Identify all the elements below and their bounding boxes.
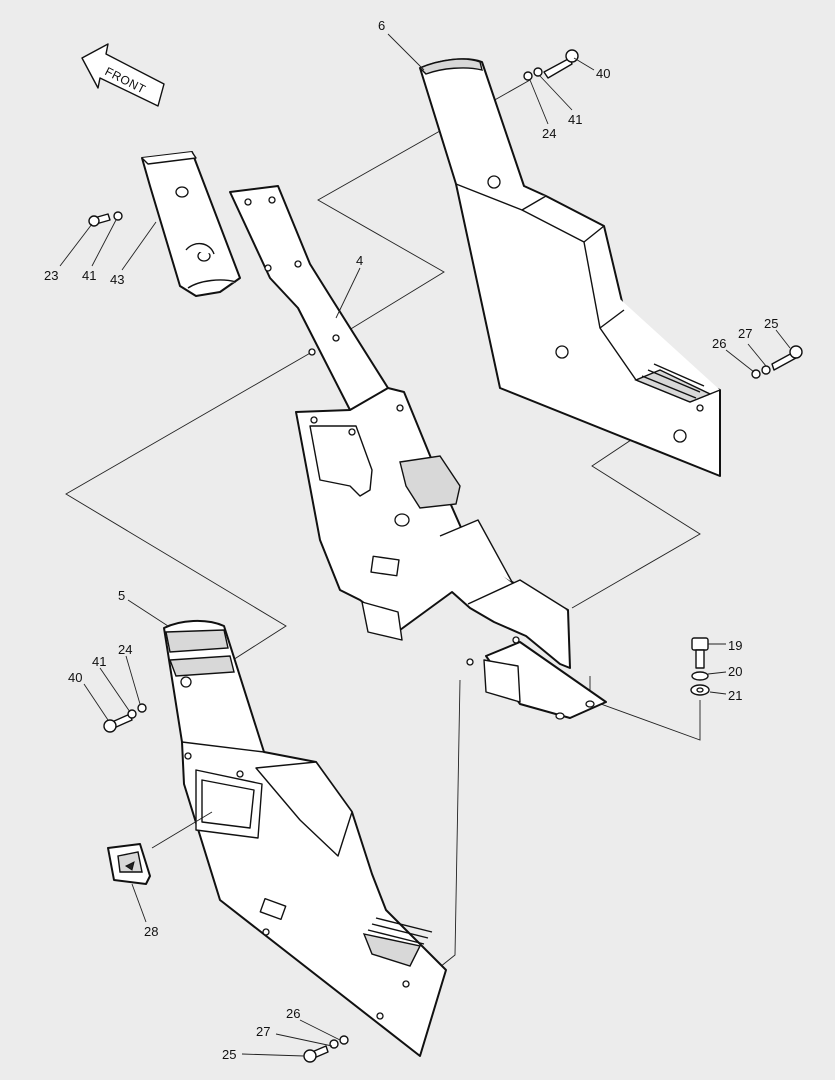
callout-41-left: 41: [82, 268, 96, 283]
front-direction-arrow: FRONT: [81, 43, 165, 107]
part-4-bracket: [229, 185, 607, 720]
callout-26-right: 26: [712, 336, 726, 351]
callout-24-mid: 24: [118, 642, 132, 657]
callout-23: 23: [44, 268, 58, 283]
callout-43: 43: [110, 272, 124, 287]
callout-28: 28: [144, 924, 158, 939]
bolt-25-bottom: [303, 1035, 349, 1063]
callout-27-bottom: 27: [256, 1024, 270, 1039]
bolt-23: [88, 211, 123, 227]
callout-24-top: 24: [542, 126, 556, 141]
part-28-plug: [107, 843, 151, 885]
callout-6: 6: [378, 18, 385, 33]
callout-40-mid: 40: [68, 670, 82, 685]
part-5-shroud: [163, 620, 447, 1057]
part-6-shroud: [418, 58, 721, 477]
callout-19: 19: [728, 638, 742, 653]
callout-26-bottom: 26: [286, 1006, 300, 1021]
bolt-40-mid: [103, 703, 147, 733]
callout-41-top: 41: [568, 112, 582, 127]
callout-25-right: 25: [764, 316, 778, 331]
callout-25-bottom: 25: [222, 1047, 236, 1062]
callout-27-right: 27: [738, 326, 752, 341]
callout-4: 4: [356, 253, 363, 268]
callout-21: 21: [728, 688, 742, 703]
callout-40-top: 40: [596, 66, 610, 81]
part-43-cover: [141, 151, 241, 297]
callout-5: 5: [118, 588, 125, 603]
callout-leaders: [59, 33, 791, 1057]
callout-20: 20: [728, 664, 742, 679]
callout-41-mid: 41: [92, 654, 106, 669]
bolt-25-right: [751, 345, 803, 379]
callout-labels: 6 40 24 41 23 41 43 4 27 25 26 5 41 24 4…: [44, 18, 778, 1062]
bolt-19-set: [690, 637, 710, 696]
bolt-40-top: [523, 49, 579, 81]
